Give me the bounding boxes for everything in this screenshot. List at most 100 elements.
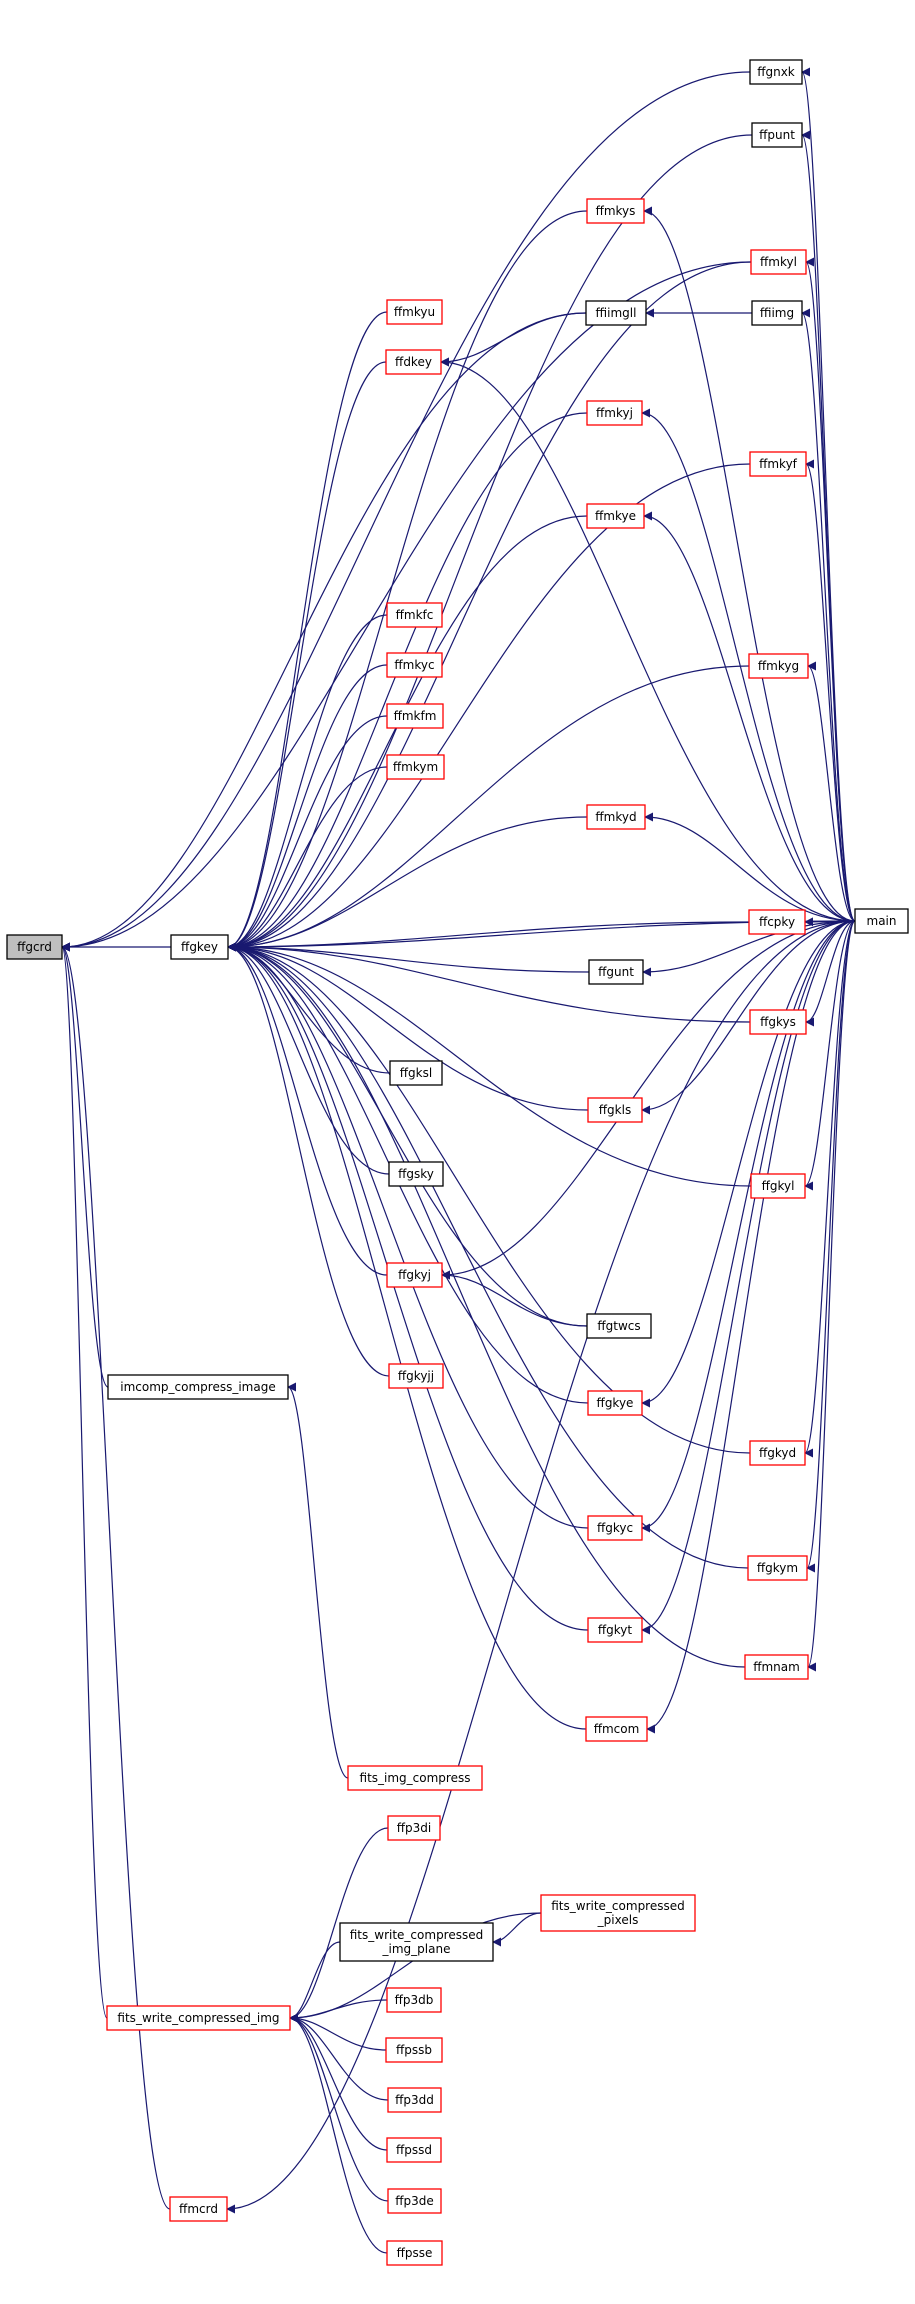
node-ffiimgll[interactable]: ffiimgll: [585, 300, 647, 326]
edge-fwcimg-to-ffgcrd: [61, 943, 108, 2019]
node-ffp3di[interactable]: ffp3di: [387, 1815, 441, 1841]
node-ffgkls[interactable]: ffgkls: [587, 1097, 643, 1123]
edge-ffmkfc-to-ffgkey: [227, 614, 388, 952]
node-ffgkyd[interactable]: ffgkyd: [749, 1440, 806, 1466]
node-fwcplane[interactable]: fits_write_compressed_img_plane: [339, 1922, 494, 1962]
node-label: ffp3dd: [395, 2093, 434, 2107]
node-label: _pixels: [597, 1913, 639, 1927]
node-ffgkyj[interactable]: ffgkyj: [386, 1262, 443, 1288]
edge-ffmkyc-to-ffgkey: [227, 664, 388, 952]
node-label: fits_write_compressed: [350, 1928, 484, 1942]
node-ffmkfm[interactable]: ffmkfm: [386, 703, 444, 729]
node-ffmkyj[interactable]: ffmkyj: [586, 400, 643, 426]
node-label: ffgkyc: [597, 1521, 633, 1535]
node-ffcpky[interactable]: ffcpky: [748, 909, 806, 935]
node-ffpsse[interactable]: ffpsse: [386, 2240, 443, 2266]
edge-ffpssd-to-fwcimg: [289, 2013, 388, 2151]
node-ffgkys[interactable]: ffgkys: [749, 1009, 807, 1035]
node-imcomp[interactable]: imcomp_compress_image: [107, 1374, 289, 1400]
edge-main-to-ffmcrd: [226, 920, 856, 2214]
node-label: ffiimgll: [596, 306, 637, 320]
node-ffgkyjj[interactable]: ffgkyjj: [388, 1363, 444, 1389]
node-fitsimg[interactable]: fits_img_compress: [347, 1765, 483, 1791]
node-ffgkyl[interactable]: ffgkyl: [750, 1173, 806, 1199]
node-ffgtwcs[interactable]: ffgtwcs: [586, 1313, 652, 1339]
node-label: ffgnxk: [757, 65, 795, 79]
node-label: ffmkyl: [760, 255, 797, 269]
node-ffmkys[interactable]: ffmkys: [586, 198, 645, 224]
node-ffmkyu[interactable]: ffmkyu: [386, 299, 443, 325]
node-ffmkyl[interactable]: ffmkyl: [750, 249, 807, 275]
node-ffiimg[interactable]: ffiimg: [751, 300, 803, 326]
node-label: ffmkym: [393, 760, 438, 774]
edge-main-to-ffgkys: [805, 920, 856, 1027]
node-ffgsky[interactable]: ffgsky: [388, 1161, 444, 1187]
edge-main-to-ffmkyd: [644, 812, 856, 922]
edge-ffp3di-to-fwcimg: [289, 1827, 389, 2023]
edge-main-to-ffmkyg: [807, 661, 856, 922]
node-label: ffgkym: [757, 1561, 798, 1575]
edge-ffgkys-to-ffgkey: [227, 942, 751, 1023]
node-ffmcrd[interactable]: ffmcrd: [169, 2196, 228, 2222]
node-ffmkym[interactable]: ffmkym: [386, 754, 445, 780]
node-box: [169, 2196, 228, 2222]
node-label: ffmcom: [594, 1722, 640, 1736]
node-ffgunt[interactable]: ffgunt: [588, 959, 644, 985]
node-label: ffpssd: [396, 2143, 432, 2157]
node-ffp3dd[interactable]: ffp3dd: [387, 2087, 442, 2113]
node-ffgkey[interactable]: ffgkey: [170, 934, 229, 960]
node-label: _img_plane: [382, 1942, 451, 1956]
edge-ffp3de-to-fwcimg: [289, 2013, 389, 2202]
node-box: [6, 934, 63, 960]
node-label: ffpssb: [396, 2043, 432, 2057]
node-ffmkyd[interactable]: ffmkyd: [586, 804, 646, 830]
node-ffgkye[interactable]: ffgkye: [587, 1390, 643, 1416]
node-box: [387, 2188, 442, 2214]
node-ffmkfc[interactable]: ffmkfc: [386, 602, 443, 628]
node-fwcpix[interactable]: fits_write_compressed_pixels: [540, 1894, 696, 1932]
node-fwcimg[interactable]: fits_write_compressed_img: [106, 2005, 291, 2031]
node-ffgkym[interactable]: ffgkym: [747, 1555, 808, 1581]
node-main[interactable]: main: [854, 908, 909, 934]
node-ffpssd[interactable]: ffpssd: [386, 2137, 442, 2163]
node-box: [751, 122, 803, 148]
node-label: ffgkyl: [762, 1179, 795, 1193]
edge-ffgsky-to-ffgkey: [227, 942, 390, 1175]
node-ffmcom[interactable]: ffmcom: [585, 1716, 648, 1742]
node-box: [750, 1173, 806, 1199]
node-label: ffgcrd: [17, 940, 52, 954]
node-ffgnxk[interactable]: ffgnxk: [749, 59, 803, 85]
node-ffmnam[interactable]: ffmnam: [744, 1654, 809, 1680]
node-ffgcrd[interactable]: ffgcrd: [6, 934, 63, 960]
node-label: ffgkyj: [398, 1268, 431, 1282]
node-box: [386, 2137, 442, 2163]
node-ffmkyf[interactable]: ffmkyf: [749, 451, 807, 477]
node-ffp3db[interactable]: ffp3db: [386, 1987, 442, 2013]
node-ffgkyc[interactable]: ffgkyc: [587, 1515, 643, 1541]
edge-ffp3db-to-fwcimg: [289, 1999, 388, 2023]
node-ffpssb[interactable]: ffpssb: [385, 2037, 443, 2063]
node-ffmkyg[interactable]: ffmkyg: [748, 653, 809, 679]
node-ffdkey[interactable]: ffdkey: [385, 349, 442, 375]
node-ffp3de[interactable]: ffp3de: [387, 2188, 442, 2214]
node-ffmkyc[interactable]: ffmkyc: [386, 652, 443, 678]
node-label: main: [867, 914, 897, 928]
node-box: [586, 198, 645, 224]
edge-main-to-ffgkyd: [804, 920, 856, 1458]
edge-main-to-ffmkyf: [805, 459, 856, 922]
node-ffmkye[interactable]: ffmkye: [586, 503, 645, 529]
node-label: ffmkfm: [394, 709, 437, 723]
node-label: ffp3di: [397, 1821, 431, 1835]
edge-ffmkfm-to-ffgkey: [227, 715, 388, 952]
node-ffgkyt[interactable]: ffgkyt: [587, 1617, 643, 1643]
edge-ffmkys-to-ffgkey: [227, 210, 588, 952]
edge-main-to-ffgkye: [641, 920, 856, 1408]
node-box: [386, 602, 443, 628]
edge-main-to-ffgnxk: [801, 67, 856, 922]
node-label: ffmkyu: [394, 305, 435, 319]
node-ffgksl[interactable]: ffgksl: [389, 1060, 443, 1086]
node-label: ffp3de: [395, 2194, 434, 2208]
node-ffpunt[interactable]: ffpunt: [751, 122, 803, 148]
edge-ffgkyc-to-ffgkey: [227, 942, 589, 1529]
node-box: [107, 1374, 289, 1400]
